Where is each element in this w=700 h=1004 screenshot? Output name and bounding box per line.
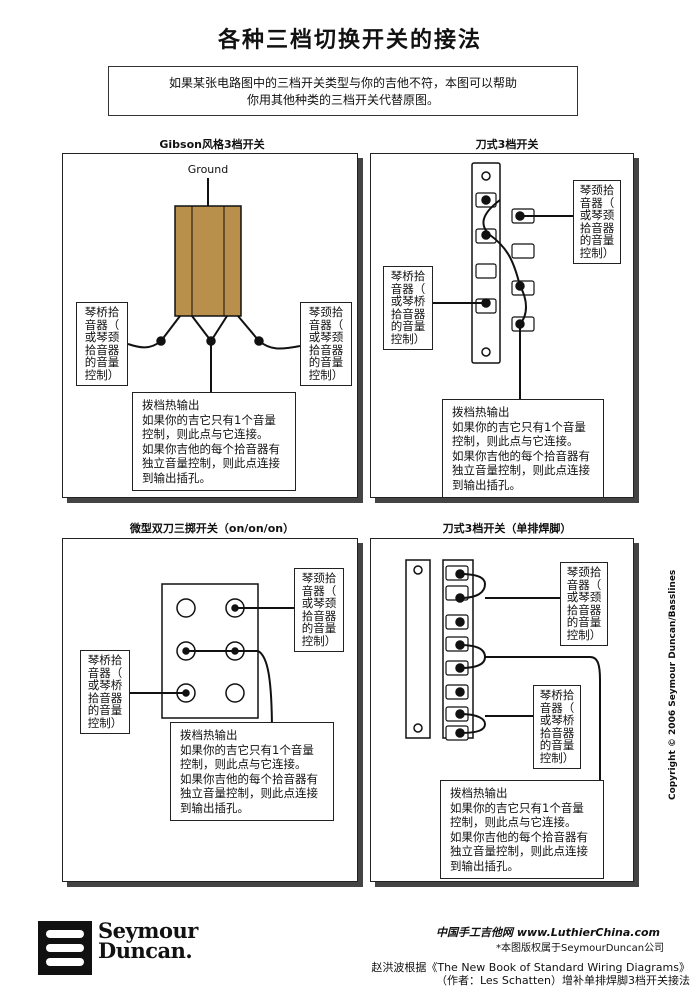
rights-note: *本图版权属于SeymourDuncan公司 [496,943,665,954]
website-credit: 中国手工吉他网 www.LuthierChina.com [436,926,661,939]
intro-box: 如果某张电路图中的三档开关类型与你的吉他不符，本图可以帮助 你用其他种类的三档开… [108,66,578,116]
blade-bridge-label: 琴桥拾音器（或琴桥拾音器的音量控制） [383,266,433,350]
section-title-blade: 刀式3档开关 [475,138,539,151]
gibson-output-note: 拨档热输出如果你的吉它只有1个音量控制，则此点与它连接。如果你吉他的每个拾音器有… [132,392,296,491]
mini-bridge-label: 琴桥拾音器（或琴桥拾音器的音量控制） [80,650,130,734]
gibson-bridge-label: 琴桥拾音器（或琴颈拾音器的音量控制） [76,302,128,386]
blade-single-switch [405,559,601,780]
mini-switch [130,583,294,735]
intro-line: 如果某张电路图中的三档开关类型与你的吉他不符，本图可以帮助 [168,76,517,90]
blade-single-output-note: 拨档热输出如果你的吉它只有1个音量控制，则此点与它连接。如果你吉他的每个拾音器有… [440,780,604,879]
section-title-mini: 微型双刀三掷开关（on/on/on） [129,522,295,535]
section-title-gibson: Gibson风格3档开关 [159,138,265,151]
blade-single-bridge-label: 琴桥拾音器（或琴桥拾音器的音量控制） [533,685,581,769]
blade-single-neck-label: 琴颈拾音器（或琴颈拾音器的音量控制） [560,562,608,646]
author-credit: 赵洪波根据《The New Book of Standard Wiring Di… [371,961,690,987]
page-title: 各种三档切换开关的接法 [217,28,482,53]
intro-line: 你用其他种类的三档开关代替原图。 [246,93,439,107]
mini-output-note: 拨档热输出如果你的吉它只有1个音量控制，则此点与它连接。如果你吉他的每个拾音器有… [170,722,334,821]
blade-single-plate [405,559,431,739]
section-title-blade-single: 刀式3档开关（单排焊脚） [442,522,572,535]
gibson-switch-body [174,205,242,317]
blade-switch [433,162,575,400]
seymour-duncan-logo-icon [38,921,92,975]
mini-neck-label: 琴颈拾音器（或琴颈拾音器的音量控制） [294,568,344,652]
gibson-switch [127,178,301,392]
gibson-neck-label: 琴颈拾音器（或琴颈拾音器的音量控制） [300,302,352,386]
copyright-notice: Copyright © 2006 Seymour Duncan/Bassline… [668,569,678,800]
ground-label: Ground [187,163,229,176]
blade-output-note: 拨档热输出如果你的吉它只有1个音量控制，则此点与它连接。如果你吉他的每个拾音器有… [442,399,604,498]
blade-neck-label: 琴颈拾音器（或琴颈拾音器的音量控制） [573,180,621,264]
